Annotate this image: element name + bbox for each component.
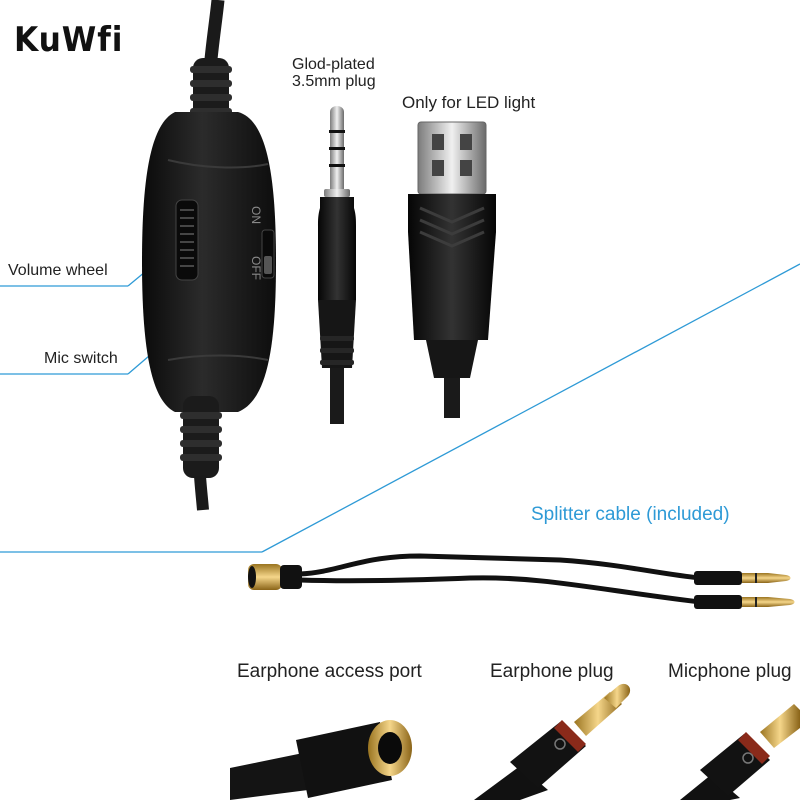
aux-plug-label: Glod-plated 3.5mm plug [292,56,376,90]
earphone-plug-label: Earphone plug [490,661,614,682]
splitter-cable-title: Splitter cable (included) [531,504,730,525]
closeup-mic-plug [680,704,800,800]
usb-plug [408,121,496,418]
controller-body [142,112,276,412]
brand-logo: KuWfi [14,20,124,60]
controller-top-strain-relief [190,58,232,128]
closeup-earphone-plug [474,683,631,800]
aux-plug-tip [330,106,344,120]
usb-connector [417,121,487,195]
switch-off-label: OFF [249,256,263,280]
earphone-port-label: Earphone access port [237,661,422,682]
closeup-access-port [230,720,412,800]
earphone-plug-icon [554,738,566,750]
mic-switch [261,229,275,279]
aux-3-5mm-plug [318,106,356,424]
aux-plug-label-line2: 3.5mm plug [292,73,376,90]
aux-plug-label-line1: Glod-plated [292,56,375,73]
inline-controller: ON OFF [142,0,276,511]
splitter-female-barrel [248,564,282,590]
volume-wheel [175,199,199,281]
volume-wheel-label: Volume wheel [8,262,108,279]
splitter-cable [248,553,795,609]
controller-bottom-strain-relief [180,396,222,478]
microphone-plug-icon [742,752,754,764]
switch-on-label: ON [249,206,263,224]
mic-switch-label: Mic switch [44,350,118,367]
usb-plug-label: Only for LED light [402,93,536,112]
mic-plug-label: Micphone plug [668,661,792,682]
